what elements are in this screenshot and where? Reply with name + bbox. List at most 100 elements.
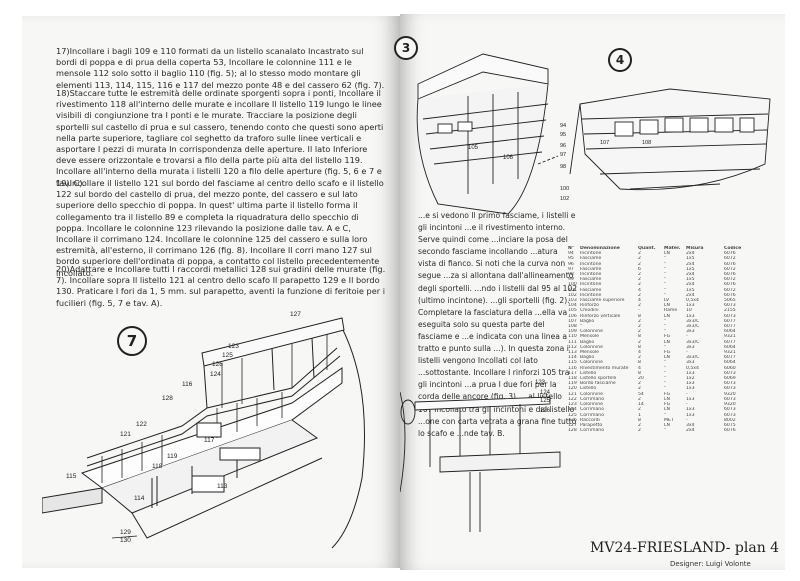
- table-cell: 127: [568, 422, 577, 428]
- table-cell: -: [686, 391, 688, 397]
- table-cell: 2: [638, 386, 641, 392]
- fig7-label-125: 125: [222, 352, 233, 359]
- fig8-label-123: 123: [535, 380, 546, 386]
- table-cell: 8: [638, 313, 641, 319]
- table-cell: Rinforzo verticale: [580, 313, 621, 319]
- table-cell: 4: [638, 298, 641, 304]
- table-cell: LN: [664, 251, 670, 257]
- table-cell: 118: [568, 376, 577, 382]
- table-cell: 6072: [724, 277, 736, 283]
- header-material: Mater.: [664, 246, 681, 251]
- table-cell: 2x4: [686, 428, 695, 434]
- table-cell: 2: [638, 396, 641, 402]
- designer-credit: Designer: Luigi Volonte: [670, 560, 751, 568]
- table-cell: 3x3/C: [686, 324, 700, 330]
- table-cell: 1x5: [686, 277, 695, 283]
- table-cell: 9321: [724, 334, 736, 340]
- table-cell: ": [580, 324, 583, 330]
- table-cell: 2x4: [686, 261, 695, 267]
- table-cell: 121: [568, 391, 577, 397]
- fig7-label-119: 119: [167, 453, 178, 460]
- table-cell: LN: [664, 339, 670, 345]
- table-cell: FG: [664, 334, 671, 340]
- table-cell: 1x2: [686, 376, 695, 382]
- table-cell: Incintone: [580, 272, 602, 278]
- table-cell: Fasciame: [580, 277, 602, 283]
- table-cell: 103: [568, 298, 577, 304]
- table-cell: ": [664, 344, 667, 350]
- table-cell: 6069: [724, 376, 736, 382]
- table-cell: FG: [664, 391, 671, 397]
- table-cell: Colonnine: [580, 329, 603, 335]
- table-cell: Incintone: [580, 282, 602, 288]
- fig7-label-114: 114: [134, 495, 145, 502]
- table-cell: 97: [568, 266, 574, 272]
- fig4-label-102: 102: [560, 196, 569, 202]
- table-cell: 126: [568, 417, 577, 423]
- fig3-label-106: 106: [503, 155, 514, 161]
- table-cell: 6073: [724, 396, 736, 402]
- table-cell: LN: [664, 396, 670, 402]
- table-cell: 8: [638, 417, 641, 423]
- table-cell: Rinforzo: [580, 303, 599, 309]
- table-cell: 122: [568, 396, 577, 402]
- table-cell: ": [664, 329, 667, 335]
- fig8-label-124: 124: [540, 390, 551, 396]
- table-cell: ": [664, 365, 667, 371]
- table-cell: ": [664, 381, 667, 387]
- figure-7-deck-drawing: 127 123 125 126 124 116 128 122 121 119 …: [42, 311, 365, 549]
- table-cell: 95: [568, 256, 574, 262]
- figure-8-railing-drawing: 123 124 125 126: [400, 380, 561, 532]
- table-cell: MET: [664, 417, 674, 423]
- table-cell: 10: [686, 308, 692, 314]
- table-cell: 1: [638, 412, 641, 418]
- instruction-paragraph-19: 19)Incollare il listello 121 sul bordo d…: [56, 178, 384, 278]
- table-cell: 6064: [724, 360, 736, 366]
- table-cell: 2x4: [686, 292, 695, 298]
- table-cell: 1x3: [686, 407, 695, 413]
- table-cell: Colonnine: [580, 360, 603, 366]
- table-cell: 1x3: [686, 303, 695, 309]
- table-cell: 2: [638, 318, 641, 324]
- table-cell: Mensole: [580, 334, 600, 340]
- instruction-paragraph-18: 18)Staccare tutte le estremità delle ord…: [56, 88, 384, 188]
- table-cell: Baglio: [580, 318, 595, 324]
- table-cell: Rame: [664, 308, 678, 314]
- table-cell: 125: [568, 412, 577, 418]
- table-cell: 2x4: [686, 251, 695, 257]
- table-cell: 4: [638, 350, 641, 356]
- table-cell: 110: [568, 334, 577, 340]
- table-cell: 6073: [724, 386, 736, 392]
- table-cell: 6076: [724, 428, 736, 434]
- table-cell: FG: [664, 350, 671, 356]
- table-cell: LV: [664, 298, 670, 304]
- table-cell: 119: [568, 381, 577, 387]
- table-cell: 109: [568, 329, 577, 335]
- fig7-label-117: 117: [204, 437, 215, 444]
- table-cell: 3x3: [686, 360, 695, 366]
- header-size: Misura: [686, 246, 704, 251]
- table-cell: 3x4: [686, 422, 695, 428]
- figure-7-number: 7: [117, 326, 147, 356]
- table-cell: ": [664, 318, 667, 324]
- table-cell: ": [664, 324, 667, 330]
- table-cell: Bordo fasciame: [580, 381, 616, 387]
- table-cell: 6076: [724, 272, 736, 278]
